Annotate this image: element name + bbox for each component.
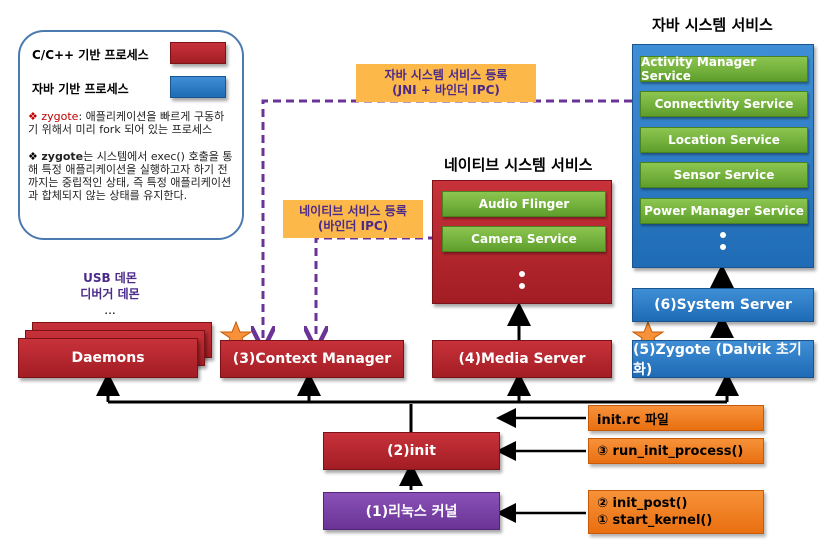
legend-note-1: ❖ zygote: 애플리케이션을 빠르게 구동하기 위해서 미리 fork 되… — [28, 110, 225, 136]
legend-java-swatch — [170, 76, 226, 98]
java-services-title: 자바 시스템 서비스 — [652, 16, 773, 34]
kernel-box: (1)리눅스 커널 — [323, 492, 500, 530]
sensor-service: Sensor Service — [640, 162, 808, 188]
daemons-box: Daemons — [18, 338, 198, 378]
native-register-note: 네이티브 서비스 등록 (바인더 IPC) — [283, 200, 423, 238]
legend-panel: C/C++ 기반 프로세스 자바 기반 프로세스 ❖ zygote: 애플리케이… — [18, 30, 244, 240]
legend-note-2: ❖ zygote는 시스템에서 exec() 호출을 통해 특정 애플리케이션을… — [28, 150, 233, 202]
daemons-caption: USB 데몬 디버거 데몬 ... — [80, 271, 140, 317]
run-init-step: ③ run_init_process() — [588, 438, 764, 464]
legend-cpp-swatch — [170, 42, 226, 64]
media-server-box: (4)Media Server — [432, 340, 612, 378]
camera-service: Camera Service — [442, 226, 606, 252]
location-service: Location Service — [640, 127, 808, 153]
init-rc-step: init.rc 파일 — [588, 405, 764, 431]
connectivity-service: Connectivity Service — [640, 91, 808, 117]
zygote-box: (5)Zygote (Dalvik 초기화) — [632, 340, 814, 378]
init-box: (2)init — [323, 432, 500, 470]
context-manager-box: (3)Context Manager — [220, 340, 404, 378]
init-post-step: ② init_post() — [597, 496, 688, 511]
power-manager-service: Power Manager Service — [640, 198, 808, 224]
activity-manager-service: Activity Manager Service — [640, 55, 808, 83]
native-services-title: 네이티브 시스템 서비스 — [444, 156, 593, 174]
kernel-steps: ② init_post() ① start_kernel() — [588, 490, 764, 534]
more-dots — [720, 232, 726, 250]
legend-cpp-label: C/C++ 기반 프로세스 — [32, 48, 149, 62]
system-server-box: (6)System Server — [632, 288, 814, 322]
start-kernel-step: ① start_kernel() — [597, 513, 713, 528]
more-dots — [519, 271, 525, 289]
legend-java-label: 자바 기반 프로세스 — [32, 82, 129, 96]
java-register-note: 자바 시스템 서비스 등록 (JNI + 바인더 IPC) — [356, 64, 536, 102]
audio-flinger: Audio Flinger — [442, 191, 606, 217]
native-register-path — [316, 236, 436, 338]
